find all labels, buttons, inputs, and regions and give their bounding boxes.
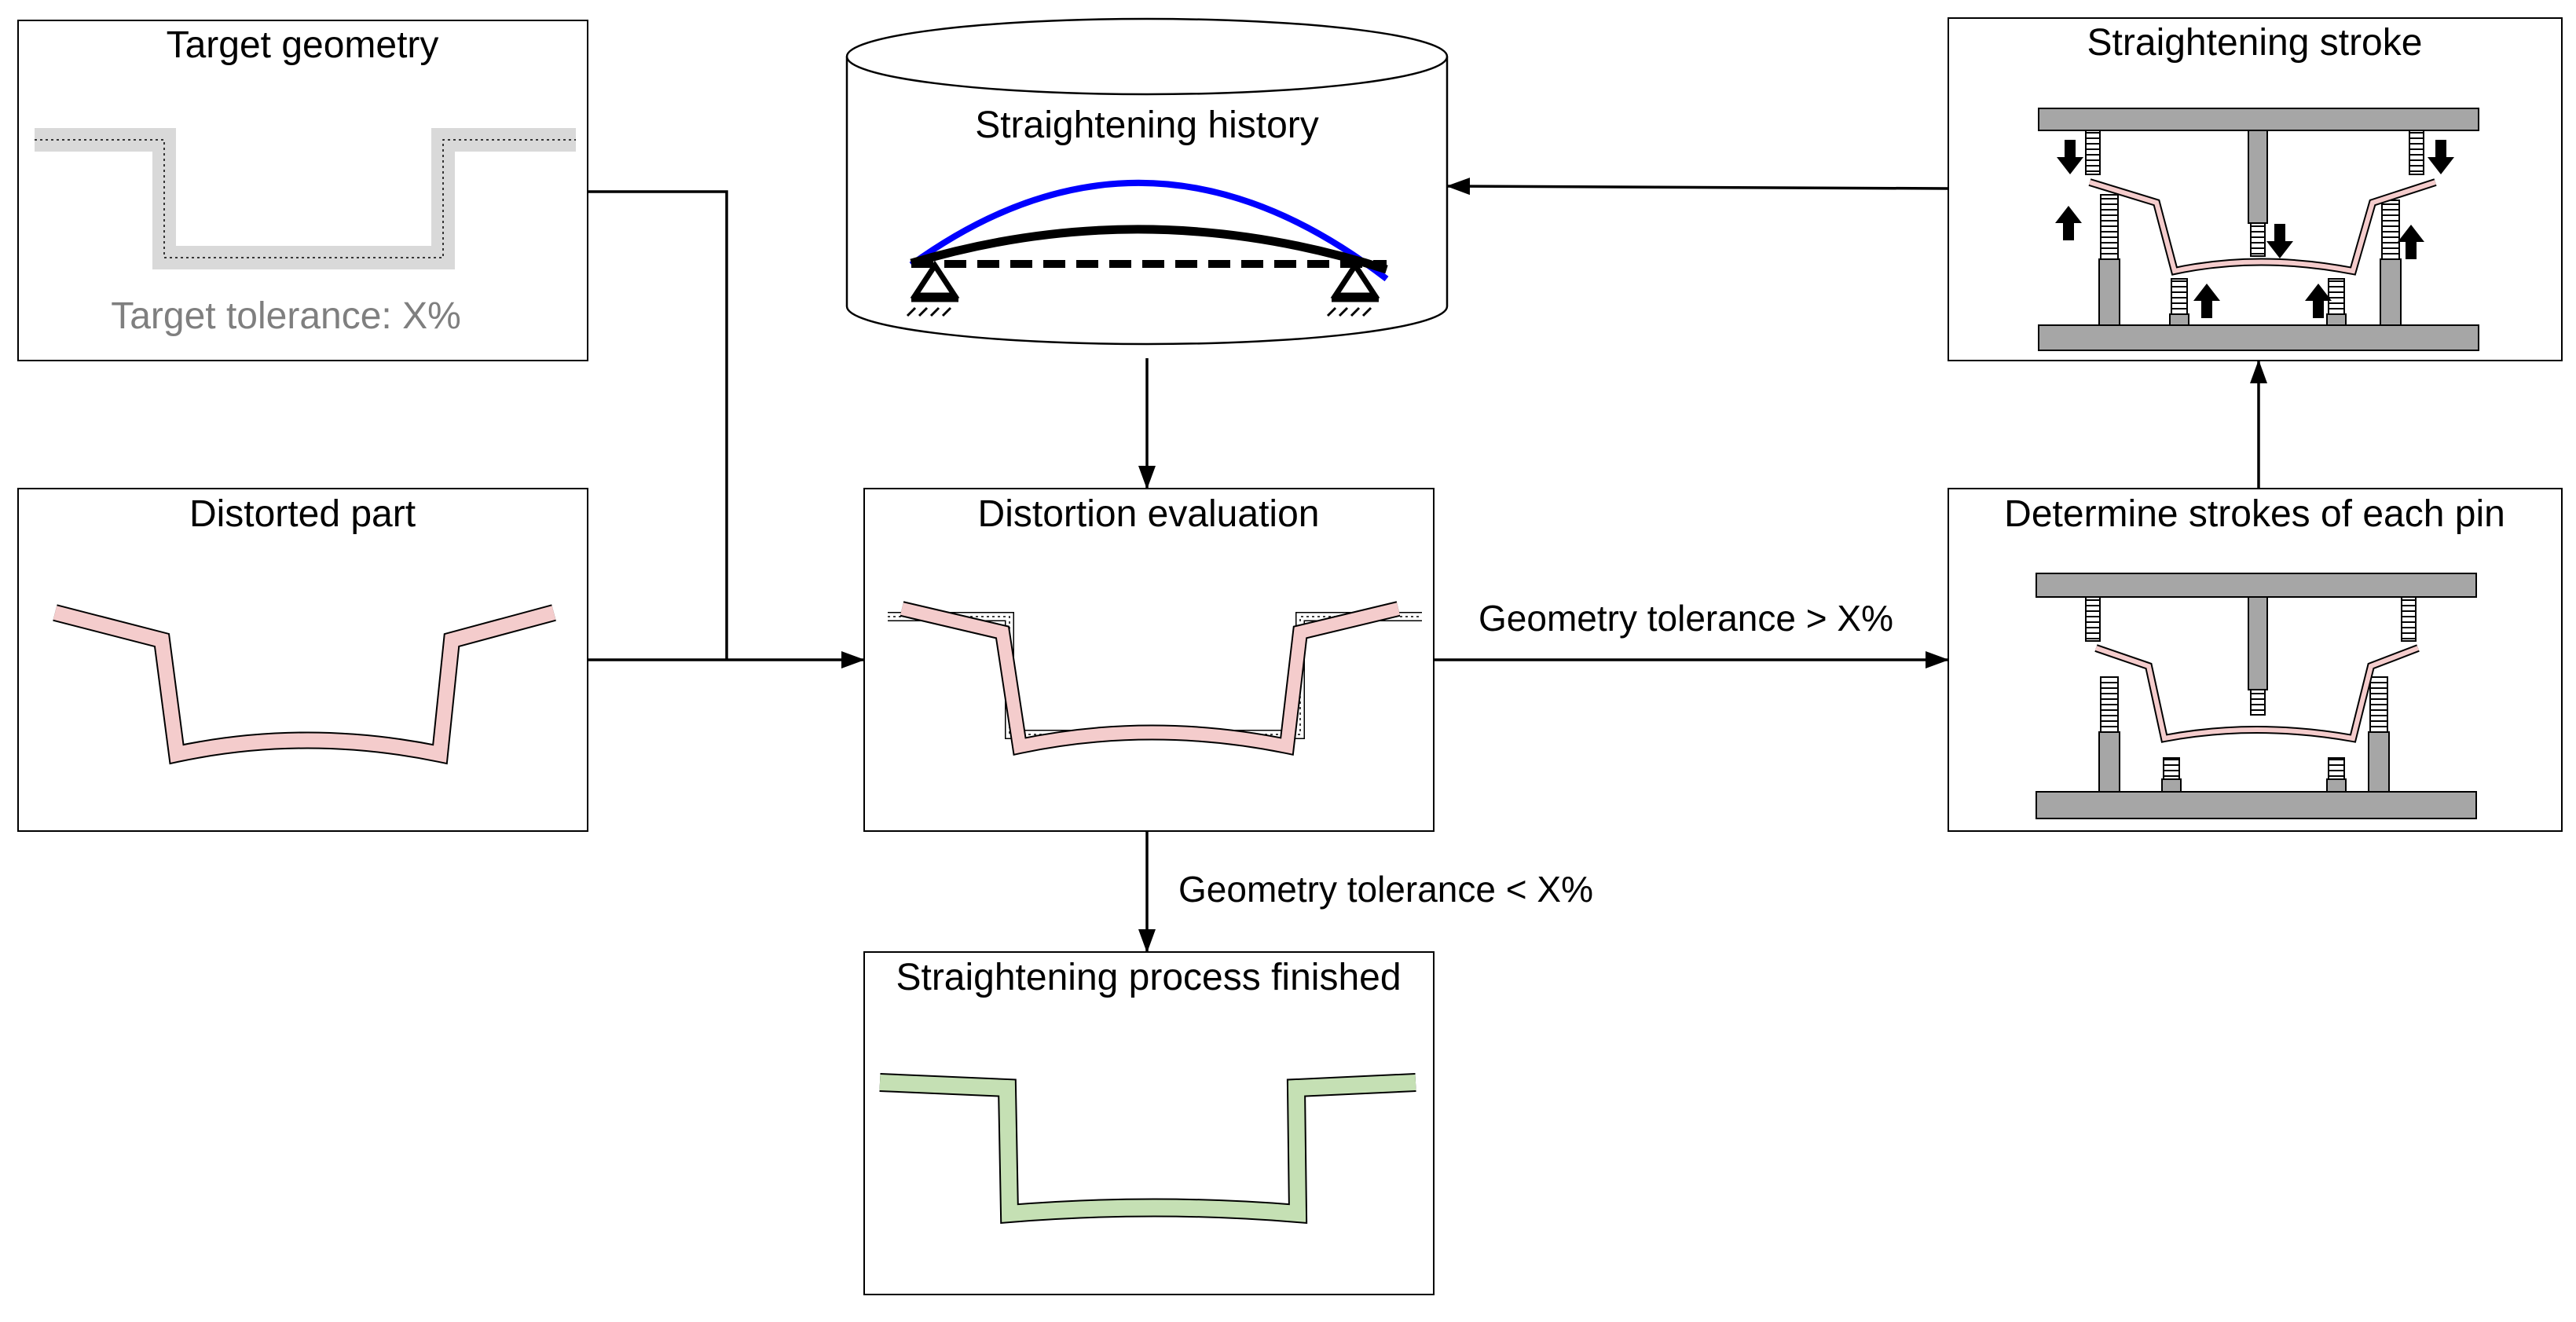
- straightening-stroke-box[interactable]: Straightening stroke: [1948, 17, 2563, 361]
- distortion-overlay-shape: [888, 601, 1422, 756]
- connectors: [588, 178, 2267, 953]
- press-fixture-open: [2036, 573, 2477, 819]
- straightened-part-shape: [879, 1073, 1418, 1225]
- process-finished-box[interactable]: Straightening process finished: [863, 951, 1435, 1295]
- determine-strokes-box[interactable]: Determine strokes of each pin: [1948, 488, 2563, 832]
- process-finished-title: Straightening process finished: [896, 957, 1401, 998]
- distorted-part-title: Distorted part: [189, 493, 416, 535]
- distorted-part-box[interactable]: Distorted part: [17, 488, 588, 832]
- beam-deflection-icon: [906, 179, 1389, 317]
- target-geometry-box[interactable]: Target geometry Target tolerance: X%: [17, 20, 588, 361]
- target-geometry-title: Target geometry: [167, 24, 439, 66]
- straightening-history-title: Straightening history: [975, 104, 1319, 146]
- edge-label-tolerance-exceeded: Geometry tolerance > X%: [1479, 598, 1893, 639]
- distortion-evaluation-title: Distortion evaluation: [978, 493, 1320, 535]
- press-fixture-pressing: [2038, 108, 2479, 351]
- arrow-stroke-to-history: [1446, 178, 1949, 196]
- straightening-history-database[interactable]: Straightening history: [845, 17, 1449, 346]
- straightening-stroke-title: Straightening stroke: [2087, 22, 2423, 64]
- target-tolerance-label: Target tolerance: X%: [111, 295, 461, 337]
- edge-label-tolerance-met: Geometry tolerance < X%: [1178, 869, 1593, 910]
- arrow-target-to-evaluation: [588, 190, 728, 660]
- distortion-evaluation-box[interactable]: Distortion evaluation: [863, 488, 1435, 832]
- target-geometry-shape: [35, 128, 576, 269]
- determine-strokes-title: Determine strokes of each pin: [2004, 493, 2505, 535]
